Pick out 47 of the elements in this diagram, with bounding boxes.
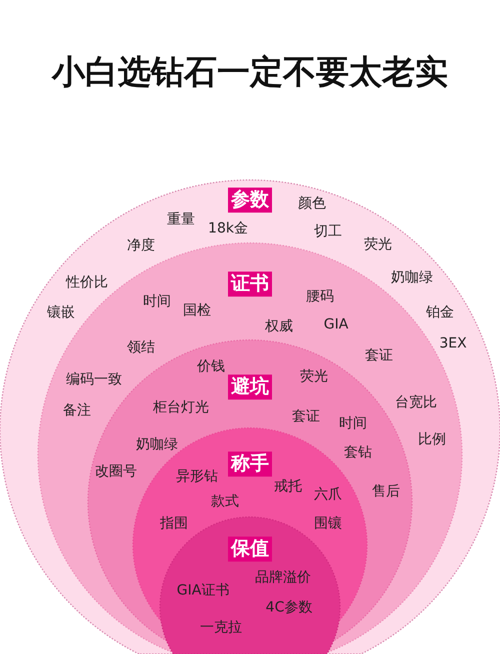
keyword: 领结 [127,340,155,356]
keyword: 铂金 [426,304,454,322]
keyword: 六爪 [314,486,342,504]
ring-heading: 参数 [228,188,272,212]
keyword: 权威 [265,318,293,336]
keyword: 售后 [372,484,400,500]
keyword: 围镶 [314,516,342,532]
keyword: 荧光 [364,236,392,254]
keyword: 4C参数 [266,600,312,616]
keyword: 编码一致 [66,372,122,388]
keyword: 套证 [365,348,393,364]
keyword: 3EX [439,336,467,352]
keyword: 时间 [339,416,367,432]
keyword: 柜台灯光 [153,400,209,416]
keyword: 腰码 [306,288,334,306]
keyword: 18k金 [208,220,248,238]
keyword: 镶嵌 [47,304,75,322]
keyword: 比例 [418,432,446,448]
keyword: 国检 [183,302,211,320]
keyword: 性价比 [66,274,108,292]
keyword: 奶咖绿 [136,436,178,454]
keyword: 荧光 [300,368,328,386]
ring-heading: 证书 [228,272,272,296]
ring-heading: 保值 [228,536,272,562]
keyword: 切工 [314,224,342,240]
keyword: 奶咖绿 [391,270,433,286]
keyword: 台宽比 [395,394,437,412]
keyword: 重量 [167,212,195,228]
keyword: 品牌溢价 [255,570,311,586]
keyword: 套钻 [344,444,372,462]
keyword: 时间 [143,294,171,310]
ring-heading: 称手 [228,452,272,476]
keyword: 异形钻 [176,468,218,486]
keyword: GIA [324,316,348,334]
keyword: 套证 [292,408,320,426]
title: 小白选钻石一定不要太老实 [50,51,449,93]
keyword: 备注 [63,402,91,420]
keyword: 指围 [160,516,188,532]
keyword: 一克拉 [200,620,242,636]
keyword: 净度 [127,238,155,254]
keyword: 颜色 [298,196,326,212]
ring-heading: 避坑 [228,374,272,400]
keyword: 价钱 [197,358,225,376]
keyword: GIA证书 [176,582,230,600]
keyword: 戒托 [274,478,302,496]
keyword: 改圈号 [95,464,137,480]
keyword: 款式 [211,494,239,510]
